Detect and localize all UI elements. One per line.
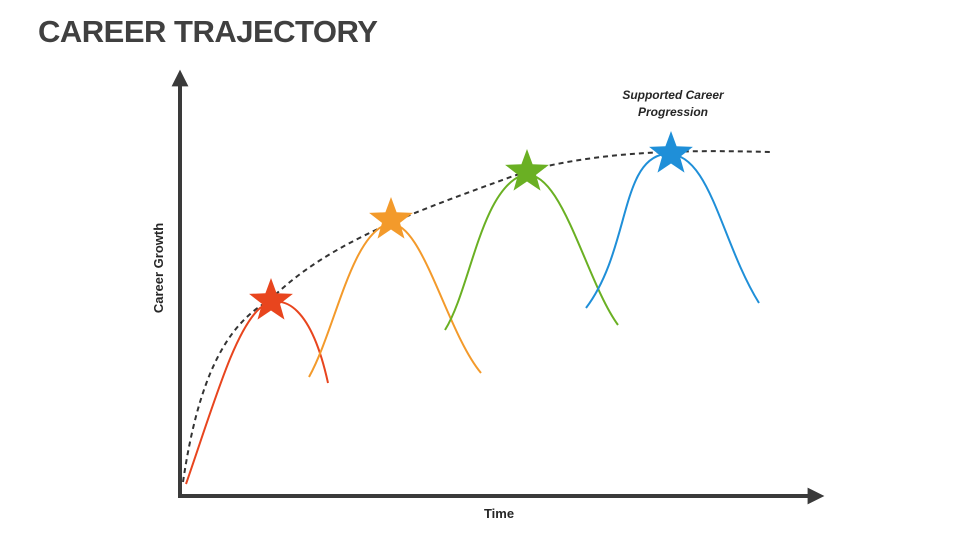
star-2-icon <box>369 197 413 239</box>
slide-title: CAREER TRAJECTORY <box>38 14 378 49</box>
stage-4-curve <box>585 152 760 309</box>
annotation-line-2: Progression <box>638 105 708 119</box>
star-3-icon <box>505 149 549 191</box>
y-axis-label: Career Growth <box>151 223 166 313</box>
stage-3-curve <box>444 173 619 331</box>
stage-2-curve <box>308 222 482 378</box>
trend-curve <box>182 150 771 483</box>
x-axis-label: Time <box>484 506 514 521</box>
star-1-icon <box>249 278 293 320</box>
stars-layer <box>249 131 693 320</box>
annotation-line-1: Supported Career <box>622 88 725 102</box>
star-4-icon <box>649 131 693 173</box>
stage-1-curve <box>185 300 329 485</box>
